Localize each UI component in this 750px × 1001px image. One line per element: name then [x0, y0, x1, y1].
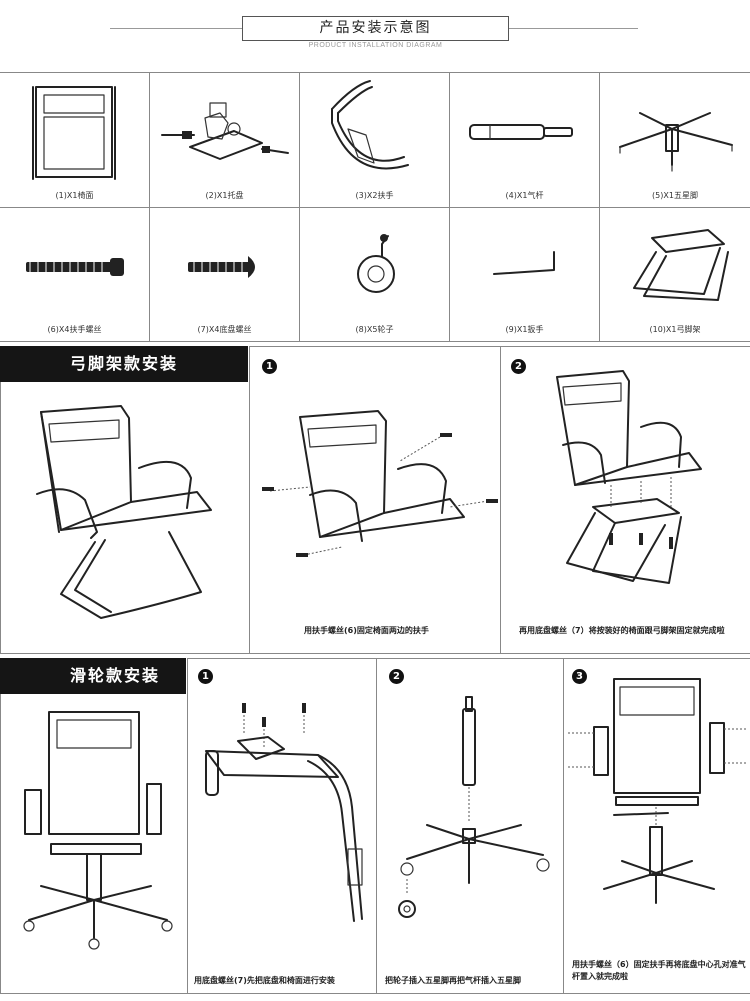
bow-frame-icon: [633, 229, 729, 301]
five-star-base-icon: [619, 112, 733, 172]
bow-step-1-diagram: [262, 410, 498, 557]
wheel-step-1-panel: 1 用底盘螺丝(7)先把底盘和椅面进行安装: [187, 658, 377, 994]
part-label-10: (10)X1弓脚架: [649, 325, 701, 334]
page-title: 产品安装示意图: [242, 16, 509, 41]
wheel-step-3-panel: 3 用扶手螺丝（6）固定扶手再将底盘中心孔对准气杆置入就完成啦: [563, 658, 750, 994]
part-label-1: (1)X1椅面: [55, 191, 94, 200]
part-label-6: (6)X4扶手螺丝: [47, 325, 102, 334]
part-label-2: (2)X1托盘: [205, 191, 244, 200]
bow-step-1-panel: 1 用扶手螺丝(6)固定椅面两边的扶手: [249, 346, 501, 654]
part-label-9: (9)X1扳手: [505, 325, 544, 334]
part-cell-2: (2)X1托盘: [150, 73, 300, 207]
part-label-7: (7)X4底盘螺丝: [197, 325, 252, 334]
wheel-step-3-text: 用扶手螺丝（6）固定扶手再将底盘中心孔对准气杆置入就完成啦: [572, 960, 746, 981]
wheel-step-2-panel: 2 把轮子插入五星脚再把气杆插入五星脚: [376, 658, 564, 994]
bow-chair-overview-icon: [36, 405, 212, 619]
gas-lift-icon: [469, 124, 573, 140]
wheel-step-1-text: 用底盘螺丝(7)先把底盘和椅面进行安装: [194, 976, 335, 985]
bow-step-1-text: 用扶手螺丝(6)固定椅面两边的扶手: [304, 626, 429, 635]
bow-step-2-number: 2: [511, 359, 526, 374]
wheel-chair-overview-icon: [23, 711, 173, 950]
wheel-step-2-number: 2: [389, 669, 404, 684]
wheel-step-3-diagram: [568, 678, 746, 904]
part-cell-4: (4)X1气杆: [450, 73, 600, 207]
title-rule-left: [110, 28, 242, 29]
part-label-8: (8)X5轮子: [355, 325, 394, 334]
part-label-4: (4)X1气杆: [505, 191, 544, 200]
bow-step-1-number: 1: [262, 359, 277, 374]
part-cell-3: (3)X2扶手: [300, 73, 450, 207]
part-cell-8: (8)X5轮子: [300, 207, 450, 341]
wheel-section-heading: 滑轮款安装: [0, 658, 186, 694]
part-cell-9: (9)X1扳手: [450, 207, 600, 341]
part-cell-1: (1)X1椅面: [0, 73, 150, 207]
chassis-screw-icon: [188, 256, 255, 278]
wheel-step-2-diagram: [398, 696, 550, 918]
part-cell-6: (6)X4扶手螺丝: [0, 207, 150, 341]
bow-step-2-panel: 2 再用底盘螺丝（7）将按装好的椅面跟弓脚架固定就完成啦: [500, 346, 750, 654]
part-cell-5: (5)X1五星脚: [600, 73, 750, 207]
armrest-screw-icon: [26, 258, 124, 276]
bow-overview-panel: [0, 382, 250, 654]
wheel-step-1-number: 1: [198, 669, 213, 684]
caster-wheel-icon: [357, 234, 395, 293]
part-cell-7: (7)X4底盘螺丝: [150, 207, 300, 341]
wheel-step-3-number: 3: [572, 669, 587, 684]
parts-grid: (1)X1椅面 (2)X1托盘 (3)X2扶手: [0, 72, 750, 342]
bow-step-2-text: 再用底盘螺丝（7）将按装好的椅面跟弓脚架固定就完成啦: [519, 626, 725, 635]
bow-section-heading: 弓脚架款安装: [0, 346, 248, 382]
part-cell-10: (10)X1弓脚架: [600, 207, 750, 341]
hex-wrench-icon: [493, 251, 555, 275]
wheel-step-2-text: 把轮子插入五星脚再把气杆插入五星脚: [385, 976, 521, 985]
tilt-mechanism-icon: [161, 102, 289, 160]
seat-back-icon: [32, 86, 116, 180]
title-rule-right: [508, 28, 638, 29]
part-label-5: (5)X1五星脚: [652, 191, 698, 200]
part-label-3: (3)X2扶手: [355, 191, 394, 200]
wheel-step-1-diagram: [205, 703, 363, 922]
page-subtitle: PRODUCT INSTALLATION DIAGRAM: [308, 42, 443, 49]
bow-step-2-diagram: [556, 370, 702, 584]
wheel-overview-panel: [0, 694, 188, 994]
armrest-icon: [331, 80, 409, 170]
